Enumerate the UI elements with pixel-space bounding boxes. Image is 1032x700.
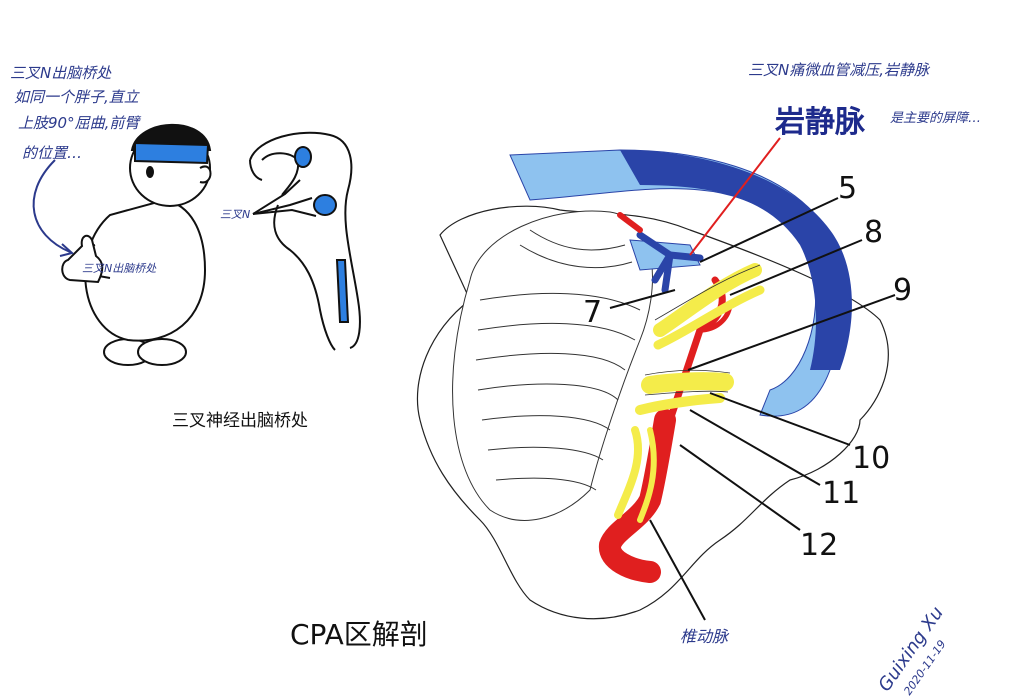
brainstem-sketch: [249, 131, 361, 351]
label-12: 12: [800, 528, 838, 563]
right-note-line-2: 是主要的屏障…: [890, 111, 981, 126]
vertebral-artery-label: 椎动脉: [680, 627, 730, 646]
venous-sinus: [509, 149, 852, 417]
left-note-line-3: 上肢90°屈曲,前臂: [18, 114, 141, 132]
left-note-line-1: 三叉N出脑桥处: [10, 64, 112, 82]
label-11: 11: [822, 476, 860, 511]
nerve-outline: [644, 264, 761, 396]
left-caption: 三叉神经出脑桥处: [172, 411, 308, 431]
signature: Guixing Xu 2020-11-19: [874, 603, 948, 698]
right-handwritten-note: 三叉N痛微血管减压,岩静脉 是主要的屏障…: [748, 61, 981, 126]
label-9: 9: [893, 273, 912, 308]
right-note-line-1: 三叉N痛微血管减压,岩静脉: [748, 61, 931, 79]
label-8: 8: [864, 215, 883, 250]
petrosal-vein: [636, 231, 704, 294]
hand-note-label: 三叉N出脑桥处: [82, 262, 157, 275]
nerve-label: 三叉N: [220, 208, 250, 221]
left-note-line-2: 如同一个胖子,直立: [14, 88, 141, 106]
label-10: 10: [852, 441, 890, 476]
cartoon-figure: [61, 123, 212, 366]
label-5: 5: [838, 171, 857, 206]
petrosal-vein-label: 岩静脉: [775, 105, 866, 140]
curved-arrow-icon: [32, 159, 71, 253]
left-handwritten-note: 三叉N出脑桥处 如同一个胖子,直立 上肢90°屈曲,前臂 的位置…: [10, 64, 141, 162]
left-note-line-4: 的位置…: [22, 144, 82, 162]
cerebellum: [452, 210, 653, 521]
label-7: 7: [583, 295, 602, 330]
main-caption: CPA区解剖: [290, 618, 428, 651]
cranial-nerves: [614, 263, 765, 523]
leader-lines: [609, 197, 896, 621]
petrosal-pointer: [689, 137, 781, 256]
